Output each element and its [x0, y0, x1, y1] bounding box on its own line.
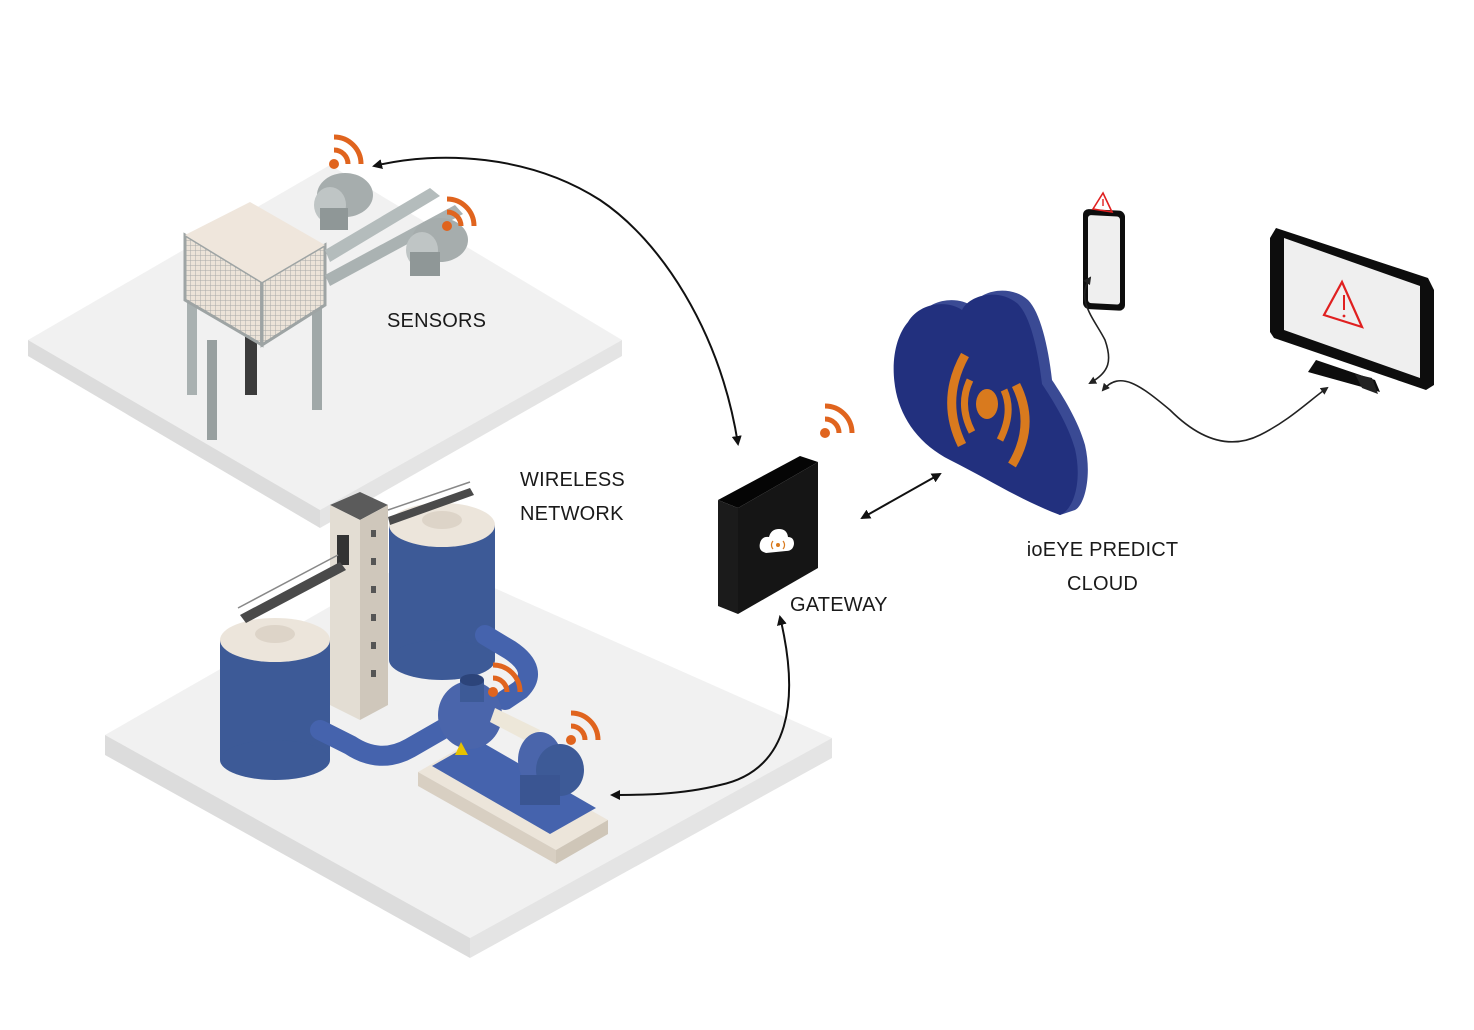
wifi-icon — [566, 710, 601, 745]
arrow-cloud-phone — [1083, 276, 1110, 384]
wireless-label-line-1: WIRELESS — [520, 469, 625, 491]
monitor-alert-icon[interactable] — [1270, 228, 1434, 394]
arrow-gateway-cloud — [860, 473, 942, 519]
silo-left — [220, 618, 330, 780]
catwalks — [237, 481, 474, 623]
cloud-broadcast-icon[interactable] — [893, 290, 1088, 515]
sensors-label-text: SENSORS — [387, 310, 487, 332]
cloud-label-line-1: ioEYE PREDICT — [1026, 539, 1179, 561]
wireless-network-label: WIRELESS NETWORK — [520, 463, 625, 531]
gateway-device-icon[interactable] — [718, 456, 818, 614]
alert-triangle-icon — [1091, 191, 1114, 214]
cloud-label: ioEYE PREDICT CLOUD — [1010, 533, 1195, 601]
gateway-label-text: GATEWAY — [790, 594, 888, 616]
smartphone-alert-icon[interactable] — [1083, 191, 1125, 311]
wireless-label-line-2: NETWORK — [520, 503, 624, 525]
dust-collector-machine — [183, 202, 327, 440]
wifi-icon — [820, 403, 855, 438]
connection-arrows — [372, 156, 1329, 800]
cloud-label-line-2: CLOUD — [1066, 573, 1138, 595]
sensors-label: SENSORS — [387, 304, 486, 338]
broadcast-signal-icon — [947, 352, 1030, 468]
arrow-cloud-monitor — [1101, 379, 1329, 443]
gateway-cloud-logo — [759, 529, 794, 553]
wifi-icon — [488, 662, 523, 697]
silo-tower — [330, 492, 388, 720]
arrow-gateway-sensors — [372, 156, 742, 446]
silo-right — [389, 503, 495, 680]
alert-triangle-icon — [1322, 279, 1364, 329]
wifi-icon — [329, 134, 364, 169]
pump-assembly — [418, 674, 608, 864]
gateway-label: GATEWAY — [790, 588, 888, 622]
arrow-gateway-pump — [610, 615, 791, 800]
